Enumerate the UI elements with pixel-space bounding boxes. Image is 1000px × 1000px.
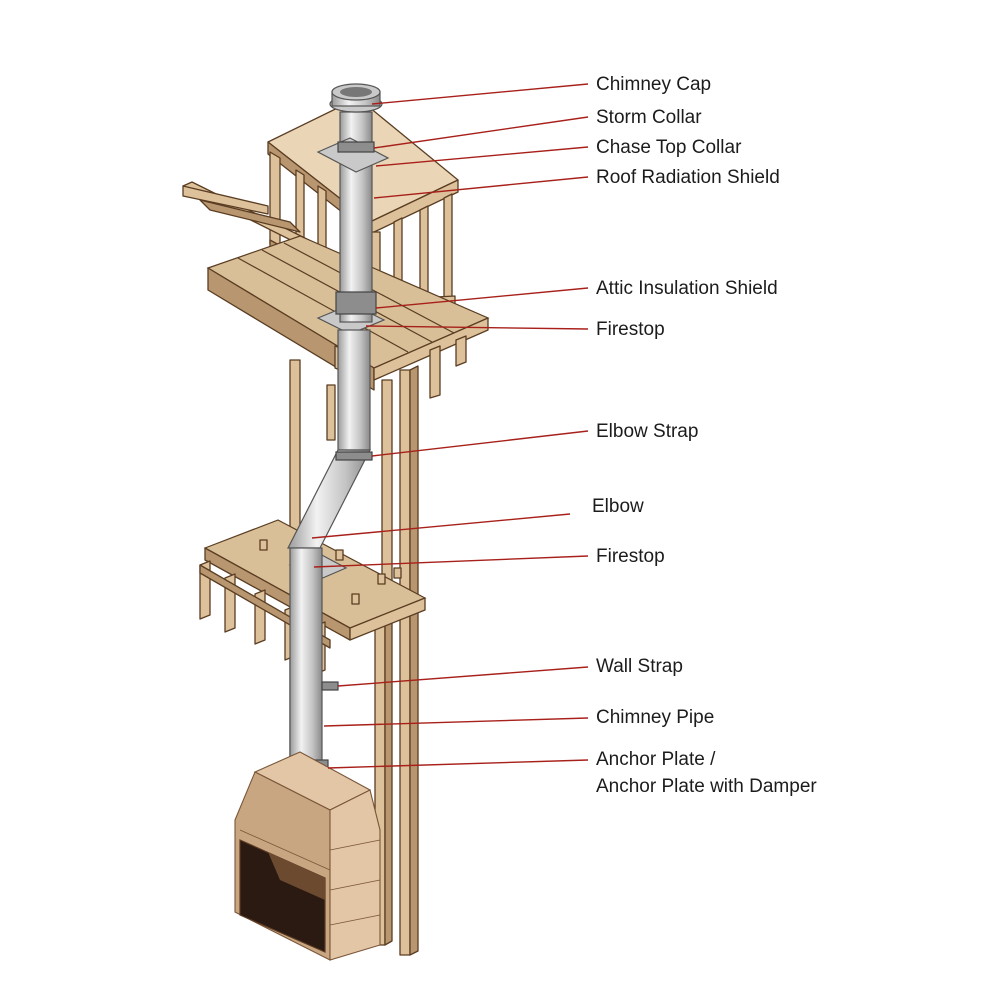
label-chimney-pipe: Chimney Pipe — [596, 707, 714, 728]
label-attic-insulation-shield: Attic Insulation Shield — [596, 278, 778, 299]
label-storm-collar: Storm Collar — [596, 107, 702, 128]
label-firestop-lower: Firestop — [596, 546, 665, 567]
label-anchor-plate-line2: Anchor Plate with Damper — [596, 776, 817, 797]
leader-storm-collar — [374, 117, 588, 148]
leader-chimney-cap — [372, 84, 588, 104]
masonry-fireplace — [235, 752, 380, 960]
label-elbow-strap: Elbow Strap — [596, 421, 698, 442]
label-wall-strap: Wall Strap — [596, 656, 683, 677]
label-roof-radiation-shield: Roof Radiation Shield — [596, 167, 780, 188]
label-firestop-upper: Firestop — [596, 319, 665, 340]
callout-labels: Chimney Cap Storm Collar Chase Top Colla… — [592, 74, 817, 797]
label-anchor-plate-line1: Anchor Plate / — [596, 749, 716, 770]
label-chimney-cap: Chimney Cap — [596, 74, 711, 95]
label-chase-top-collar: Chase Top Collar — [596, 137, 742, 158]
leader-elbow — [312, 514, 570, 538]
label-elbow: Elbow — [592, 496, 644, 517]
leader-anchor-plate — [328, 760, 588, 768]
leader-chimney-pipe — [324, 718, 588, 726]
